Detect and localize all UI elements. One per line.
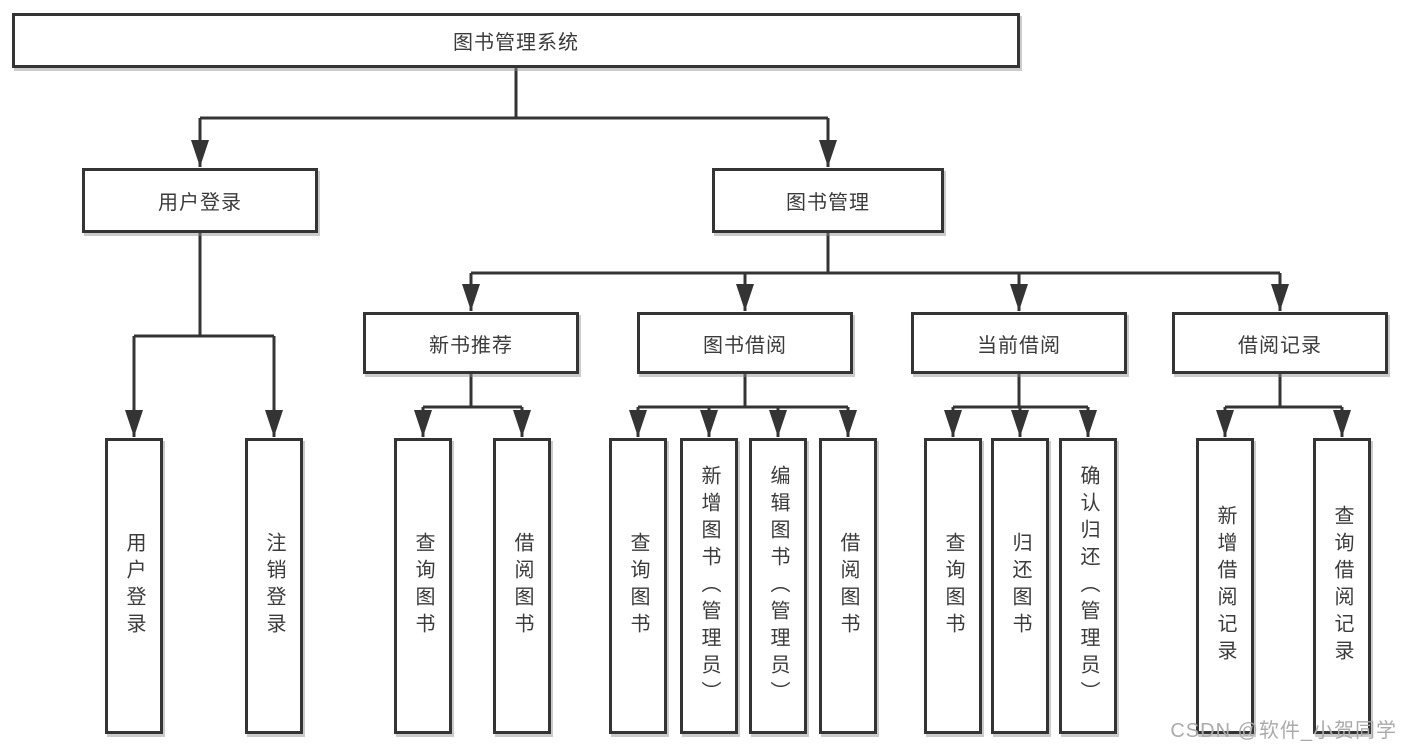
- node-book-borrow: 图书借阅: [637, 312, 853, 374]
- leaf-confirm-return-admin: 确认归还（管理员）: [1059, 438, 1117, 734]
- leaf-return-book: 归还图书: [991, 438, 1049, 734]
- leaf-query-books-recommend: 查询图书: [394, 438, 452, 734]
- node-root-system: 图书管理系统: [12, 13, 1020, 68]
- leaf-add-borrow-record: 新增借阅记录: [1196, 438, 1254, 734]
- leaf-add-book-admin: 新增图书（管理员）: [680, 438, 738, 734]
- csdn-watermark: CSDN @软件_小贺同学: [1170, 720, 1397, 742]
- leaf-query-borrow-record: 查询借阅记录: [1313, 438, 1371, 734]
- leaf-edit-book-admin: 编辑图书（管理员）: [749, 438, 807, 734]
- node-current-borrow: 当前借阅: [911, 312, 1127, 374]
- leaf-logout: 注销登录: [245, 438, 303, 734]
- leaf-borrow-books-borrow: 借阅图书: [819, 438, 877, 734]
- node-new-book-recommend: 新书推荐: [363, 312, 579, 374]
- leaf-borrow-books-recommend: 借阅图书: [493, 438, 551, 734]
- leaf-query-books-borrow: 查询图书: [609, 438, 667, 734]
- leaf-user-login: 用户登录: [105, 438, 163, 734]
- node-book-management: 图书管理: [712, 168, 944, 233]
- node-user-login: 用户登录: [82, 168, 318, 233]
- node-borrow-records: 借阅记录: [1172, 312, 1388, 374]
- leaf-query-books-current: 查询图书: [924, 438, 982, 734]
